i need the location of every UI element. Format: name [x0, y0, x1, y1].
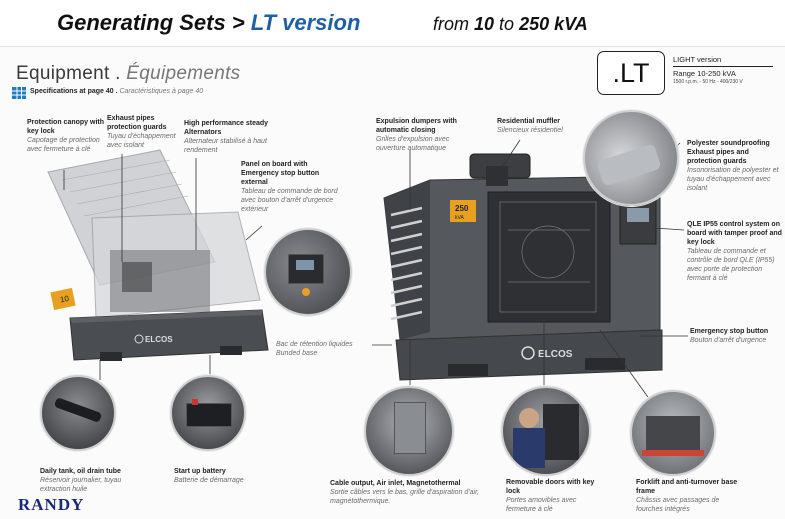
label-alternators-en: High performance steady Alternators: [184, 120, 269, 136]
small-base: [69, 309, 269, 361]
big-rating-text: 250: [455, 204, 469, 213]
range-to: 250 kVA: [519, 14, 588, 34]
label-estop: Emergency stop button Bouton d'arrêt d'u…: [690, 328, 782, 346]
label-dampers-en: Expulsion dumpers with automatic closing: [376, 118, 457, 134]
detail-forklift-circle: [630, 390, 716, 476]
label-doors: Removable doors with key lock Portes amo…: [506, 479, 606, 515]
label-exhaust-guards: Exhaust pipes protection guards Tuyau d'…: [107, 115, 179, 151]
lt-range: Range 10-250 kVA: [673, 69, 736, 79]
range-from: 10: [474, 14, 495, 34]
label-soundproof: Polyester soundproofing Exhaust pipes an…: [687, 140, 782, 194]
label-daily-tank: Daily tank, oil drain tube Réservoir jou…: [40, 468, 150, 495]
label-soundproof-en: Polyester soundproofing Exhaust pipes an…: [687, 140, 770, 165]
power-range: from 10 to 250 kVA: [433, 14, 588, 35]
spec-fr: Caractéristiques à page 40: [119, 88, 204, 95]
section-title-fr: Équipements: [126, 63, 241, 84]
label-panel: Panel on board with Emergency stop butto…: [241, 161, 341, 215]
lt-info: LIGHT version Range 10-250 kVA 1500 r.p.…: [673, 55, 773, 85]
label-cable-fr: Sortie câbles vers le bas, grille d'aspi…: [330, 488, 479, 505]
section-title-en: Equipment .: [16, 63, 127, 84]
label-bunded-fr: Bac de rétention liquides: [276, 341, 353, 348]
label-canopy-en: Protection canopy with key lock: [27, 119, 105, 135]
label-dampers: Expulsion dumpers with automatic closing…: [376, 118, 468, 154]
detail-doors-circle: [501, 386, 591, 476]
label-qle-en: QLE IP55 control system on board with ta…: [687, 221, 782, 246]
label-qle-fr: Tableau de commande et contrôle de bord …: [687, 247, 775, 282]
canopy-grille: [61, 159, 189, 217]
label-panel-en: Panel on board with Emergency stop butto…: [241, 161, 320, 186]
lt-version: LIGHT version: [673, 55, 722, 64]
spec-en: Specifications at page 40 .: [30, 88, 118, 95]
label-canopy-fr: Capotage de protection avec fermeture à …: [27, 136, 100, 153]
lt-detail: 1500 r.p.m. - 50 Hz - 400/230 V: [673, 78, 743, 85]
label-cable: Cable output, Air inlet, Magnetothermal …: [330, 480, 490, 507]
label-battery: Start up battery Batterie de démarrage: [174, 468, 284, 486]
expulsion-louvres: [390, 206, 423, 321]
detail-panel-circle: [264, 228, 352, 316]
small-rating-text: 10: [59, 294, 70, 305]
label-estop-en: Emergency stop button: [690, 328, 769, 335]
spec-reference: Specifications at page 40 . Caractéristi…: [30, 88, 203, 95]
label-doors-en: Removable doors with key lock: [506, 479, 595, 495]
label-battery-fr: Batterie de démarrage: [174, 476, 244, 484]
small-rating-badge: [50, 287, 76, 311]
big-engine-window: [487, 191, 611, 323]
range-mid: to: [494, 14, 520, 34]
label-panel-fr: Tableau de commande de bord avec bouton …: [241, 187, 338, 213]
big-rating-badge: [450, 200, 476, 222]
detail-cable-circle: [364, 386, 454, 476]
range-prefix: from: [433, 14, 475, 34]
label-alternators: High performance steady Alternators Alte…: [184, 120, 284, 156]
big-rating-unit: kVA: [455, 215, 464, 221]
label-exhaust-guards-en: Exhaust pipes protection guards: [107, 115, 167, 131]
label-daily-tank-fr: Réservoir journalier, tuyau extraction h…: [40, 476, 122, 493]
detail-battery-circle: [170, 375, 246, 451]
detail-soundproof-circle: [583, 110, 679, 206]
footer-mark: RANDY: [18, 495, 85, 514]
label-forklift-fr: Châssis avec passages de fourches intégr…: [636, 496, 720, 513]
label-doors-fr: Portes amovibles avec fermeture à clé: [506, 496, 577, 513]
title-version: LT version: [250, 10, 361, 35]
lt-badge: .LT: [597, 51, 665, 95]
title-main: Generating Sets >: [57, 10, 251, 35]
label-muffler: Residential muffler Silencieux résidenti…: [497, 118, 587, 136]
label-muffler-fr: Silencieux résidentiel: [497, 126, 563, 134]
label-qle: QLE IP55 control system on board with ta…: [687, 221, 782, 284]
small-brand: ELCOS: [145, 335, 173, 344]
detail-tank-circle: [40, 375, 116, 451]
label-muffler-en: Residential muffler: [497, 118, 561, 125]
label-cable-en: Cable output, Air inlet, Magnetothermal: [330, 480, 461, 487]
label-canopy: Protection canopy with key lock Capotage…: [27, 119, 105, 155]
label-estop-fr: Bouton d'arrêt d'urgence: [690, 336, 767, 344]
big-brand: ELCOS: [538, 349, 573, 360]
label-bunded-en: Bunded base: [276, 349, 318, 357]
label-battery-en: Start up battery: [174, 468, 226, 475]
small-genset: 10 ELCOS: [47, 149, 269, 361]
spec-grid-icon: [12, 87, 26, 99]
slide-title: Generating Sets > LT version: [57, 10, 360, 36]
big-genset: 250 kVA ELCOS: [383, 153, 663, 381]
label-bunded: Bac de rétention liquides Bunded base: [276, 341, 376, 359]
label-dampers-fr: Grilles d'expulsion avec ouverture autom…: [376, 135, 450, 152]
label-daily-tank-en: Daily tank, oil drain tube: [40, 468, 121, 475]
section-title: Equipment . Équipements: [16, 63, 240, 85]
label-soundproof-fr: Insonorisation de polyester et tuyau d'é…: [687, 166, 779, 192]
label-forklift: Forklift and anti-turnover base frame Ch…: [636, 479, 746, 515]
label-alternators-fr: Alternateur stabilisé à haut rendement: [184, 137, 267, 154]
label-exhaust-guards-fr: Tuyau d'échappement avec isolant: [107, 132, 176, 149]
label-forklift-en: Forklift and anti-turnover base frame: [636, 479, 738, 495]
